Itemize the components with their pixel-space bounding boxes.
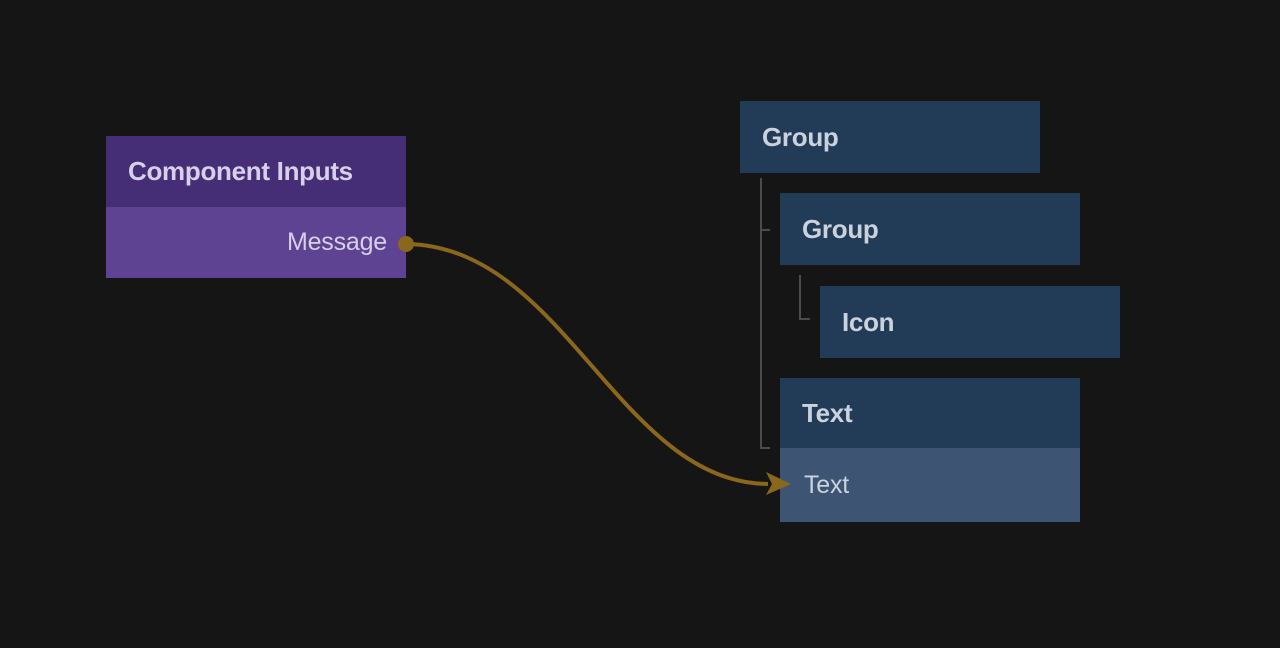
tree-connector-main xyxy=(760,178,770,449)
component-inputs-title: Component Inputs xyxy=(128,156,353,186)
input-row-text-highlighted[interactable]: Text xyxy=(780,448,1080,522)
layer-node-label: Icon xyxy=(842,306,895,337)
layer-node-text-header[interactable]: Text xyxy=(780,378,1080,448)
output-port-label: Message xyxy=(286,228,387,256)
layer-node-group-1[interactable]: Group xyxy=(740,101,1040,173)
connection-wire[interactable] xyxy=(406,242,769,486)
input-row-label: Text xyxy=(804,470,850,499)
layer-node-text[interactable]: Text Text xyxy=(780,378,1080,522)
component-inputs-node[interactable]: Component Inputs Message xyxy=(106,136,406,278)
layer-node-label: Group xyxy=(802,213,879,244)
layer-node-label: Text xyxy=(802,397,853,428)
output-row-message[interactable]: Message xyxy=(106,207,406,278)
layer-node-label: Group xyxy=(762,121,839,152)
layer-node-group-2[interactable]: Group xyxy=(780,193,1080,265)
layer-node-icon[interactable]: Icon xyxy=(820,286,1120,358)
component-inputs-header[interactable]: Component Inputs xyxy=(106,136,406,207)
tree-connector-icon xyxy=(799,275,810,320)
